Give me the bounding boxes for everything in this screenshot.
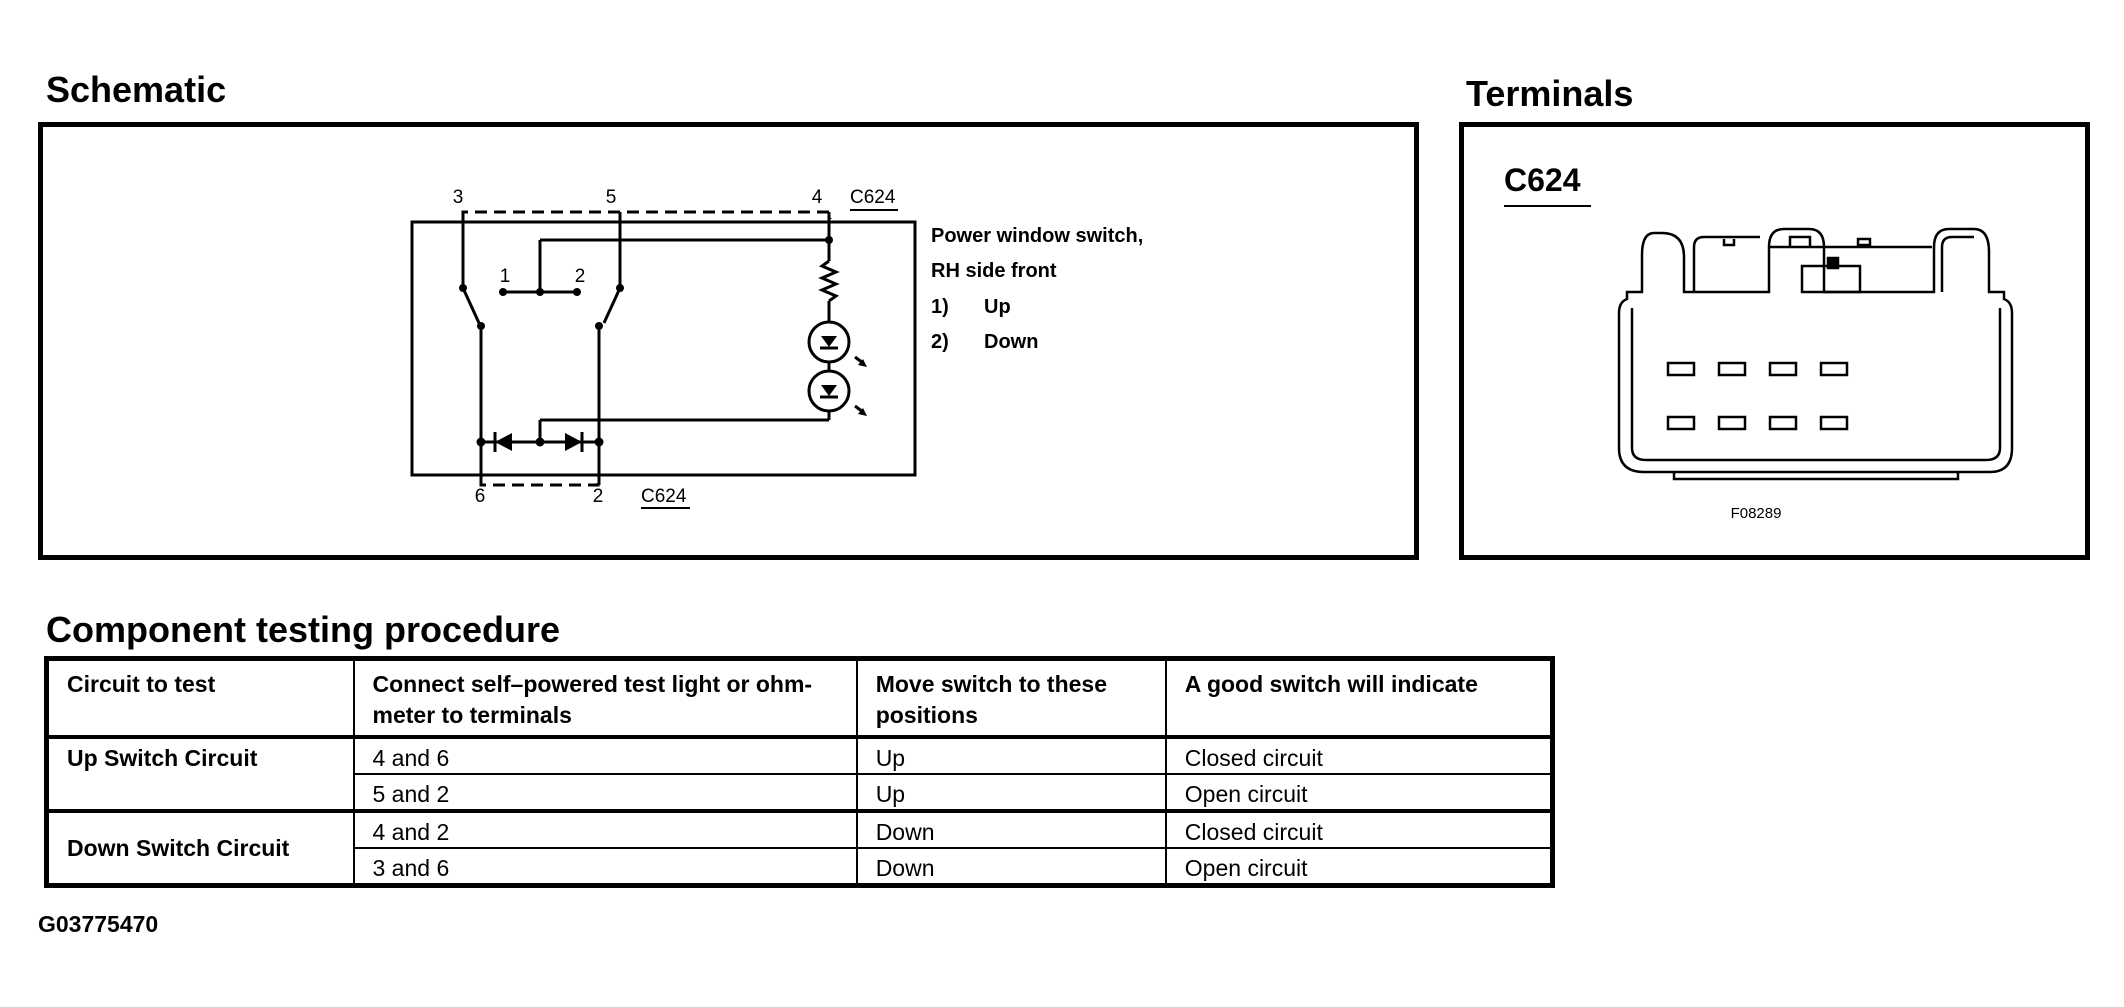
result-cell: Closed circuit (1164, 810, 1554, 850)
schematic-heading: Schematic (46, 69, 227, 110)
pin-label-4: 4 (812, 187, 823, 208)
pin-label-5: 5 (606, 187, 617, 208)
table-row: Down Switch Circuit 4 and 2 Down Closed … (45, 810, 1554, 887)
legend-item-num-1: 1) (931, 296, 949, 318)
diode-left (493, 432, 512, 452)
terminals-cell: 4 and 2 (352, 810, 858, 850)
terminals-cell: 4 and 6 (352, 736, 858, 776)
switch-body (410, 220, 917, 477)
legend-item-num-2: 2) (931, 331, 949, 353)
result-cell: Open circuit (1164, 773, 1554, 814)
connector-top-label: C624 (850, 187, 896, 208)
connector-bottom-label: C624 (641, 486, 687, 507)
position-cell: Up (855, 736, 1167, 776)
schematic-diagram: 3 5 4 C624 1 2 6 2 C624 Power window swi… (410, 187, 1143, 509)
pin-label-3: 3 (453, 187, 464, 208)
terminals-cell: 5 and 2 (352, 773, 858, 814)
table-row: Up Switch Circuit 4 and 6 Up Closed circ… (45, 736, 1554, 814)
pin-label-2: 2 (593, 486, 604, 507)
terminal-cavities (1666, 361, 1849, 431)
resistor-symbol (818, 259, 840, 303)
column-header: A good switch will indicate (1164, 657, 1554, 740)
schematic-panel: 3 5 4 C624 1 2 6 2 C624 Power window swi… (38, 122, 1419, 560)
led-indicator-2 (807, 369, 867, 416)
connector-c624-diagram: C624 F0 (1504, 162, 2014, 522)
legend-line-2: RH side front (931, 260, 1057, 282)
connector-outline (1617, 227, 2014, 481)
procedure-table: Circuit to test Connect self–powered tes… (44, 656, 1555, 888)
connector-title: C624 (1504, 162, 1581, 198)
result-cell: Open circuit (1164, 847, 1554, 887)
result-cell: Closed circuit (1164, 736, 1554, 776)
circuit-group-down: Down Switch Circuit (45, 810, 355, 887)
circuit-group-up: Up Switch Circuit (45, 736, 355, 814)
column-header: Connect self–powered test light or ohm- … (352, 657, 858, 740)
table-row: 5 and 2 Up Open circuit (47, 773, 1554, 814)
terminals-panel: C624 F0 (1459, 122, 2090, 560)
legend-line-1: Power window switch, (931, 225, 1143, 247)
pin-label-6: 6 (475, 486, 486, 507)
position-cell: Up (855, 773, 1167, 814)
connector-bottom-dashes (479, 478, 600, 487)
position-cell: Down (855, 810, 1167, 850)
legend-item-label-2: Down (984, 331, 1038, 353)
figure-id: G03775470 (38, 911, 159, 937)
connector-top-dashes (461, 210, 832, 219)
led-indicator-1 (807, 320, 867, 367)
terminals-heading: Terminals (1466, 73, 1634, 114)
position-cell: Down (855, 847, 1167, 887)
column-header: Move switch to these positions (855, 657, 1167, 740)
terminals-cell: 3 and 6 (352, 847, 858, 887)
table-row: 3 and 6 Down Open circuit (47, 847, 1554, 887)
table-header-row: Circuit to test Connect self–powered tes… (45, 657, 1554, 740)
procedure-heading: Component testing procedure (46, 609, 561, 650)
diode-right (565, 432, 584, 452)
contact-label-1: 1 (500, 266, 511, 287)
figure-code: F08289 (1731, 505, 1782, 522)
column-header: Circuit to test (45, 657, 355, 740)
legend-item-label-1: Up (984, 296, 1011, 318)
contact-label-2: 2 (575, 266, 586, 287)
